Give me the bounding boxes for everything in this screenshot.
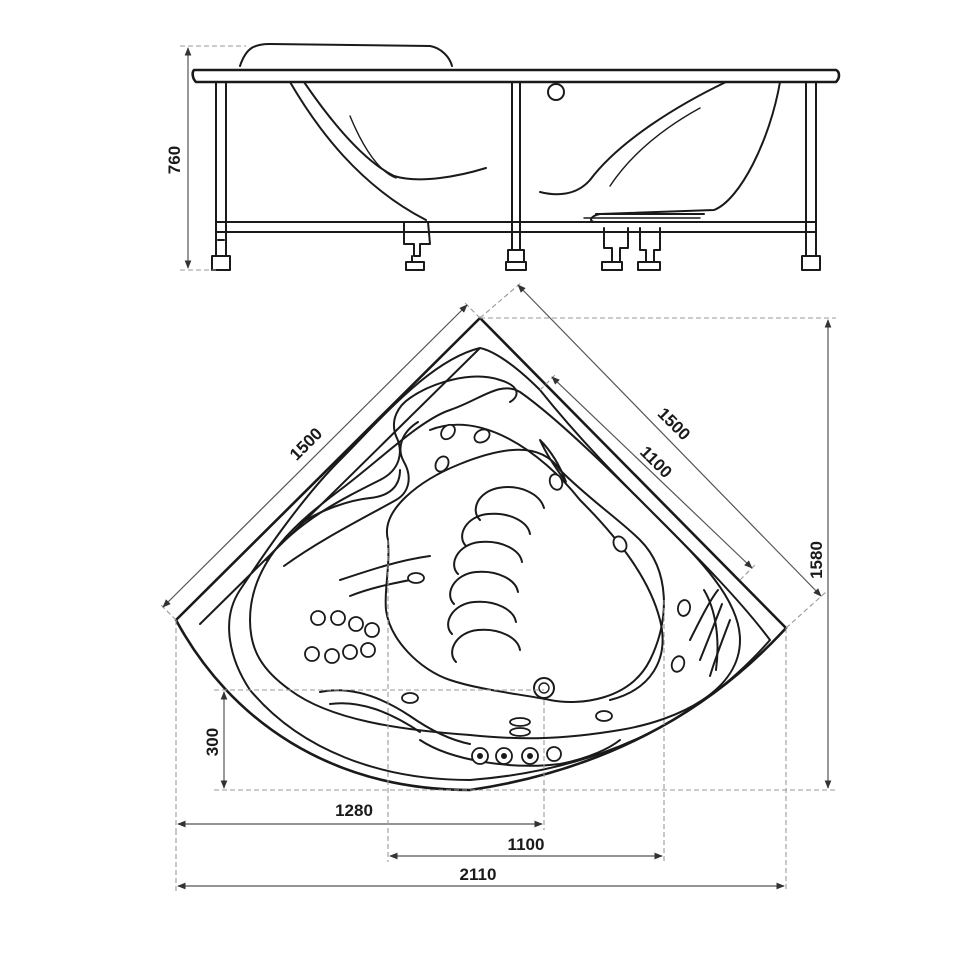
dimension-300-label: 300: [203, 728, 222, 756]
dimension-width-1100: 1100: [387, 540, 665, 862]
dimension-760-label: 760: [165, 146, 184, 174]
dimension-1500-right-label: 1500: [654, 404, 694, 444]
dimension-2110-label: 2110: [460, 865, 497, 884]
dimension-1280-label: 1280: [335, 801, 373, 820]
dimension-side-height: 760: [165, 45, 246, 271]
dimension-1100-bottom-label: 1100: [508, 835, 545, 854]
dimension-top-edge-left: 1500: [159, 301, 481, 621]
side-view: [191, 43, 841, 271]
top-view: [174, 316, 788, 792]
dimension-width-2110: 2110: [175, 628, 787, 892]
dimension-depth-right: 1580: [470, 317, 836, 791]
dimension-offset-left: 300: [203, 689, 544, 791]
dimension-1580-label: 1580: [807, 541, 826, 579]
dimension-width-1280: 1280: [175, 620, 545, 830]
dimension-1500-left-label: 1500: [286, 424, 326, 464]
